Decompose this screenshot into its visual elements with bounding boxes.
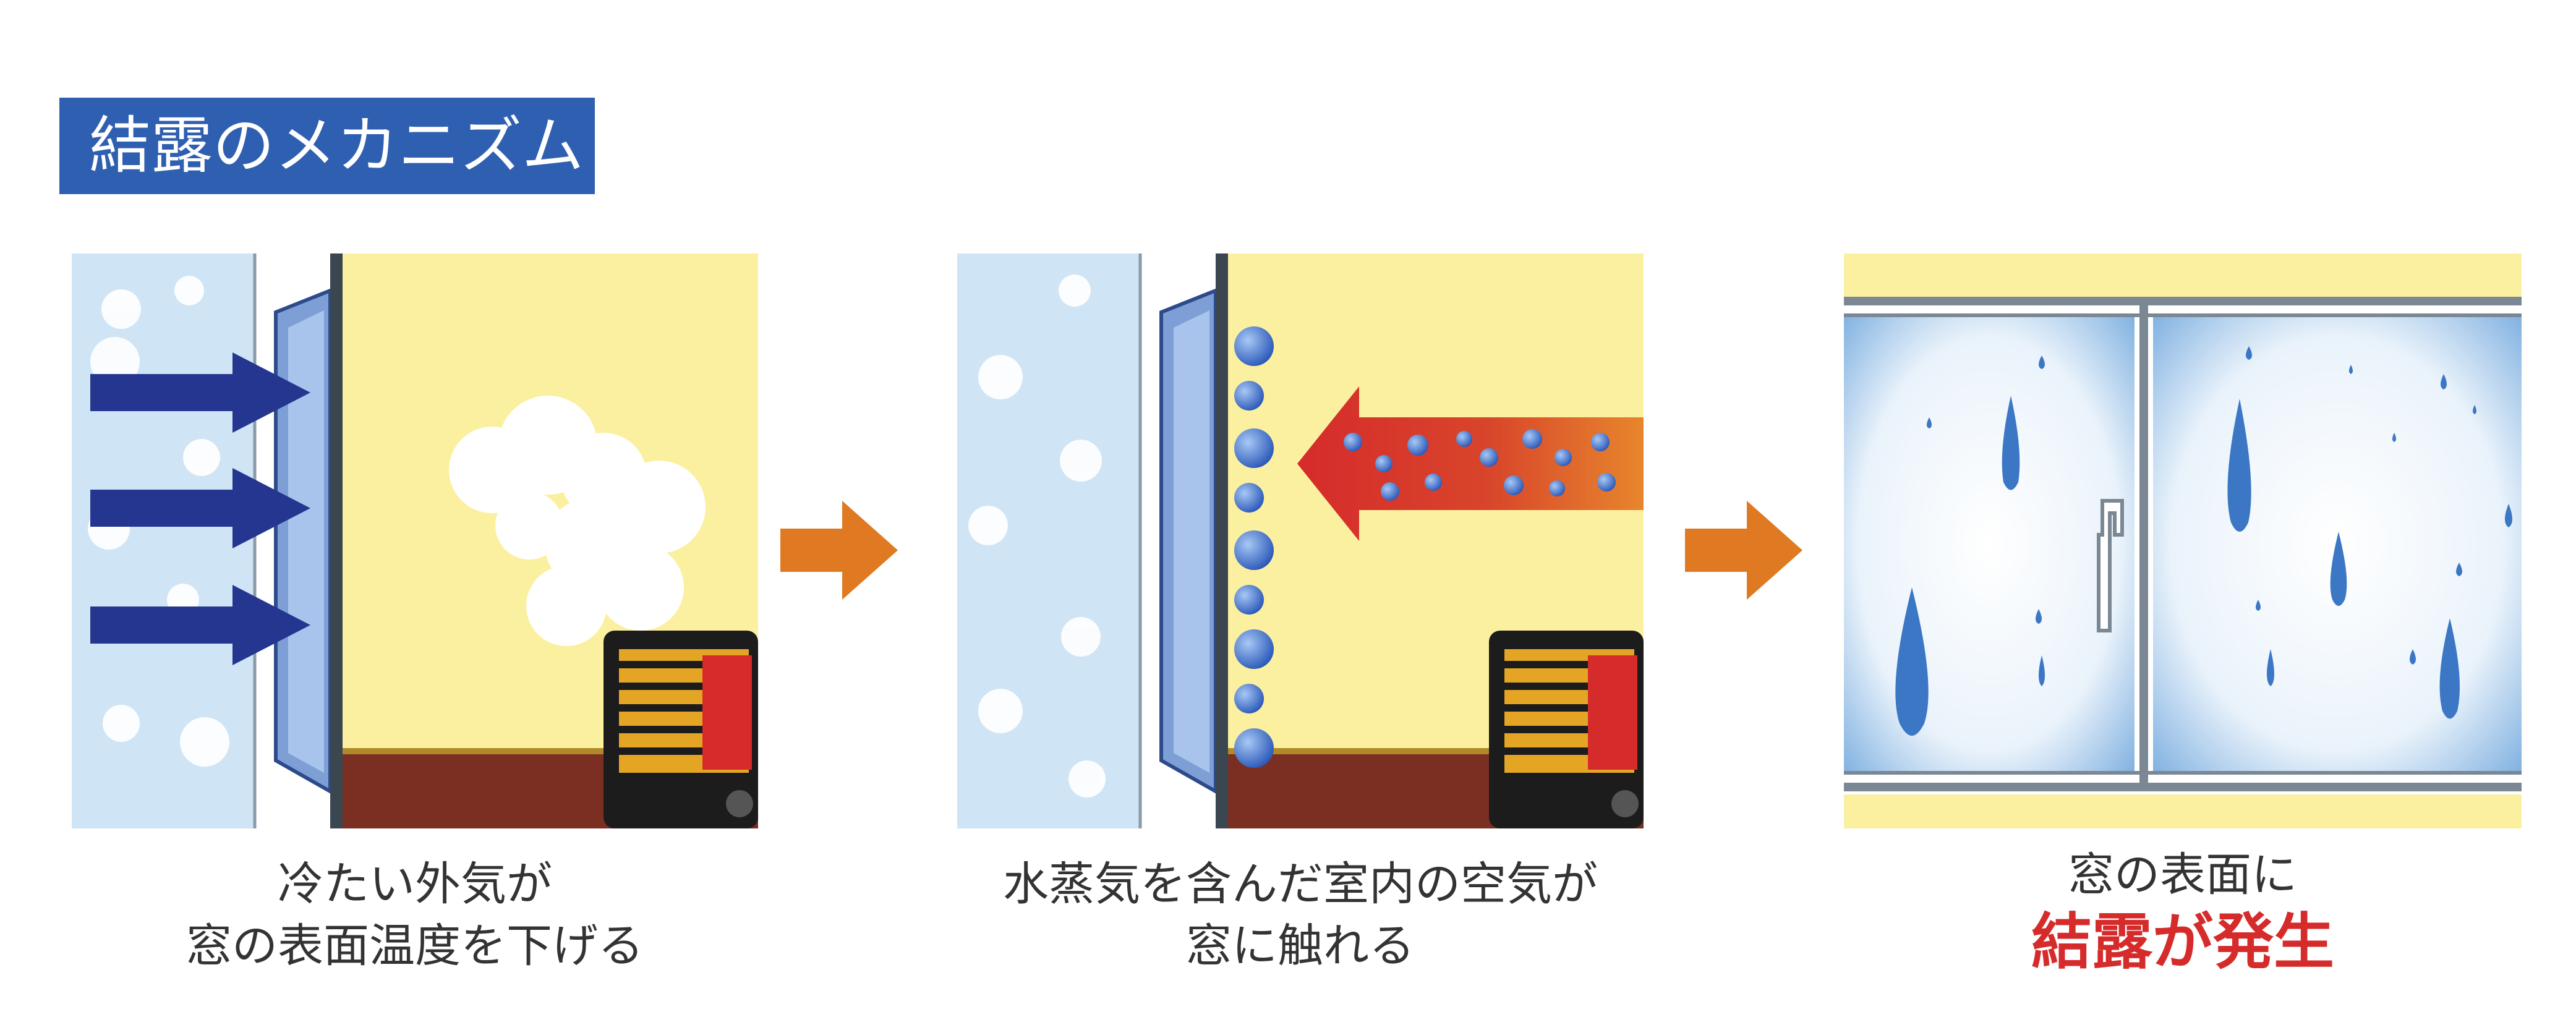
heater (1489, 631, 1644, 828)
caption-step-2-line1: 水蒸気を含んだ室内の空気が (1003, 858, 1598, 911)
steam-cloud (449, 396, 706, 646)
window-latch (2097, 499, 2124, 632)
step-arrow-1 (780, 501, 898, 600)
step-arrow-2 (1685, 501, 1802, 600)
panel-condensation-illustration (1844, 253, 2522, 828)
caption-step-3: 窓の表面に 結露が発生 (1844, 844, 2522, 979)
caption-step-2-line2: 窓に触れる (1186, 919, 1415, 973)
window-frame (1844, 297, 2522, 791)
window-frame (330, 253, 343, 828)
caption-step-1: 冷たい外気が 窓の表面温度を下げる (72, 853, 758, 977)
panel-humid-air (957, 253, 1644, 828)
caption-step-1-line1: 冷たい外気が (278, 858, 552, 911)
condensation-droplets (1234, 326, 1274, 768)
warm-air-arrow (1297, 386, 1644, 541)
panel-cold-air-illustration (72, 253, 758, 828)
window-frame (1216, 253, 1228, 828)
heater (603, 631, 758, 828)
water-droplets (1895, 346, 2512, 736)
panel-humid-air-illustration (957, 253, 1644, 828)
caption-step-3-emphasis: 結露が発生 (2031, 907, 2334, 977)
vapor-particles (1344, 429, 1616, 501)
caption-step-1-line2: 窓の表面温度を下げる (186, 919, 644, 973)
snow-dots (968, 275, 1106, 798)
left-pane (1844, 315, 2135, 773)
panel-cold-air (72, 253, 758, 828)
caption-step-3-line1: 窓の表面に (2068, 848, 2297, 901)
panel-condensation (1844, 253, 2522, 828)
caption-step-2: 水蒸気を含んだ室内の空気が 窓に触れる (957, 853, 1644, 977)
cold-air-arrows (90, 352, 310, 665)
diagram-title: 結露のメカニズム (59, 98, 595, 194)
